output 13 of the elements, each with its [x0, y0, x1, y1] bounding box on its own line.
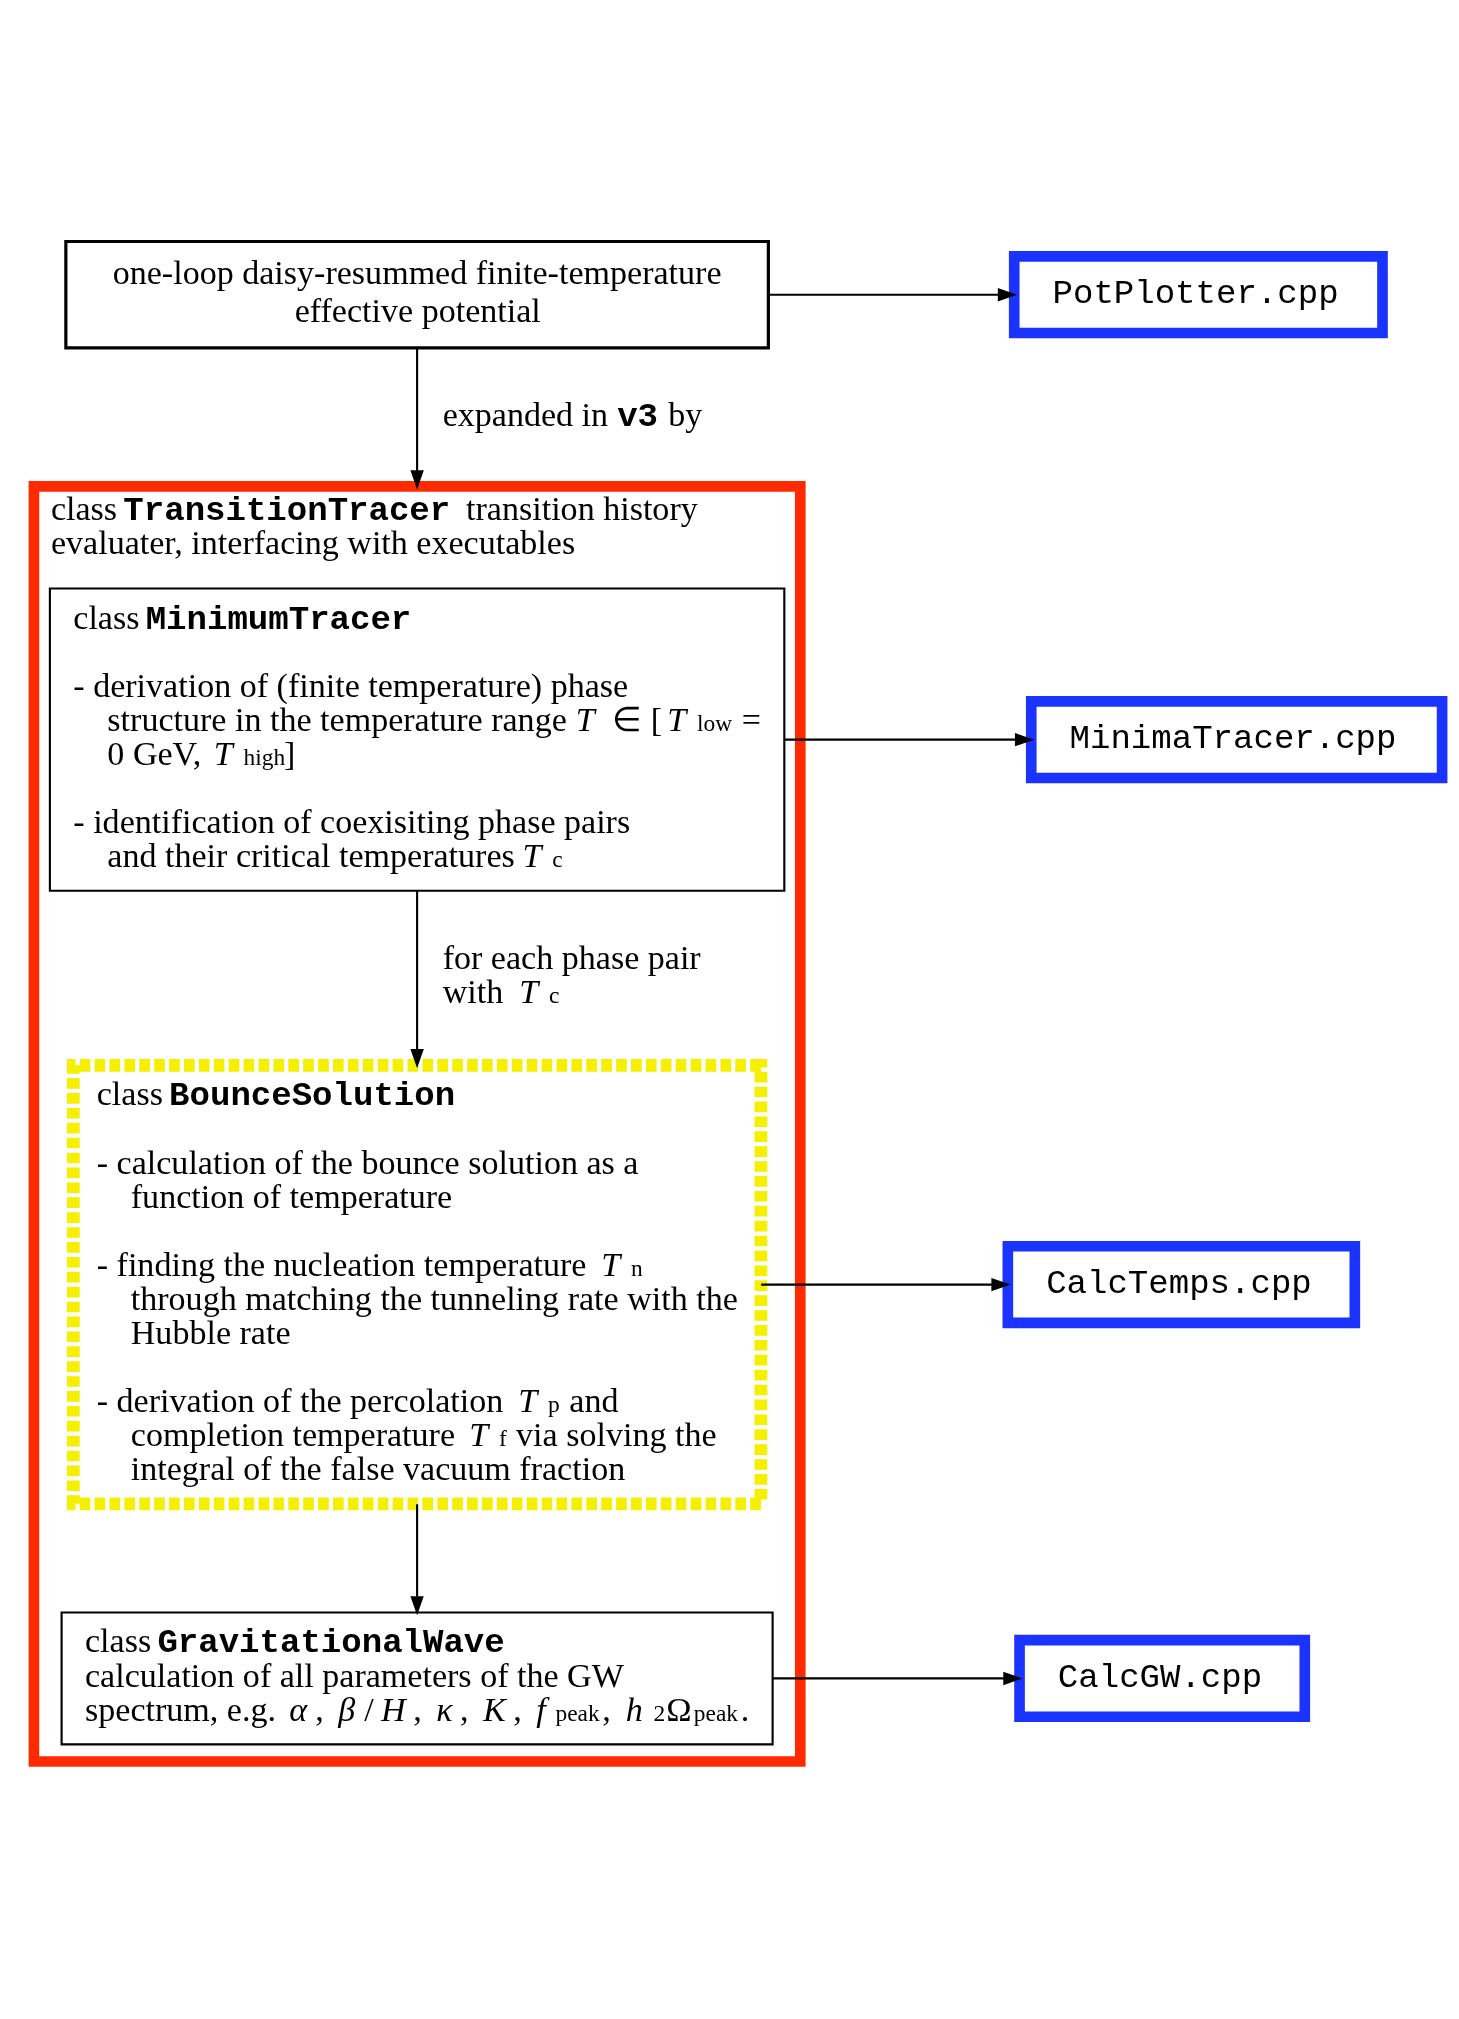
node-box: one-loop daisy-resummed finite-temperature effective potential: [64, 239, 770, 350]
node-box: CalcTemps.cpp: [1002, 1240, 1361, 1328]
node-box: PotPlotter.cpp: [1008, 250, 1388, 338]
arrow: [784, 732, 1035, 746]
arrow: [772, 1671, 1023, 1685]
arrow: [410, 1503, 424, 1615]
arrow: [761, 1277, 1011, 1291]
edge-label: expanded in v3 by: [442, 395, 703, 436]
node-box: MinimaTracer.cpp: [1025, 695, 1448, 783]
arrow: [410, 890, 424, 1068]
node-box: CalcGW.cpp: [1014, 1634, 1311, 1722]
arrow: [768, 287, 1018, 301]
arrow: [410, 347, 424, 490]
